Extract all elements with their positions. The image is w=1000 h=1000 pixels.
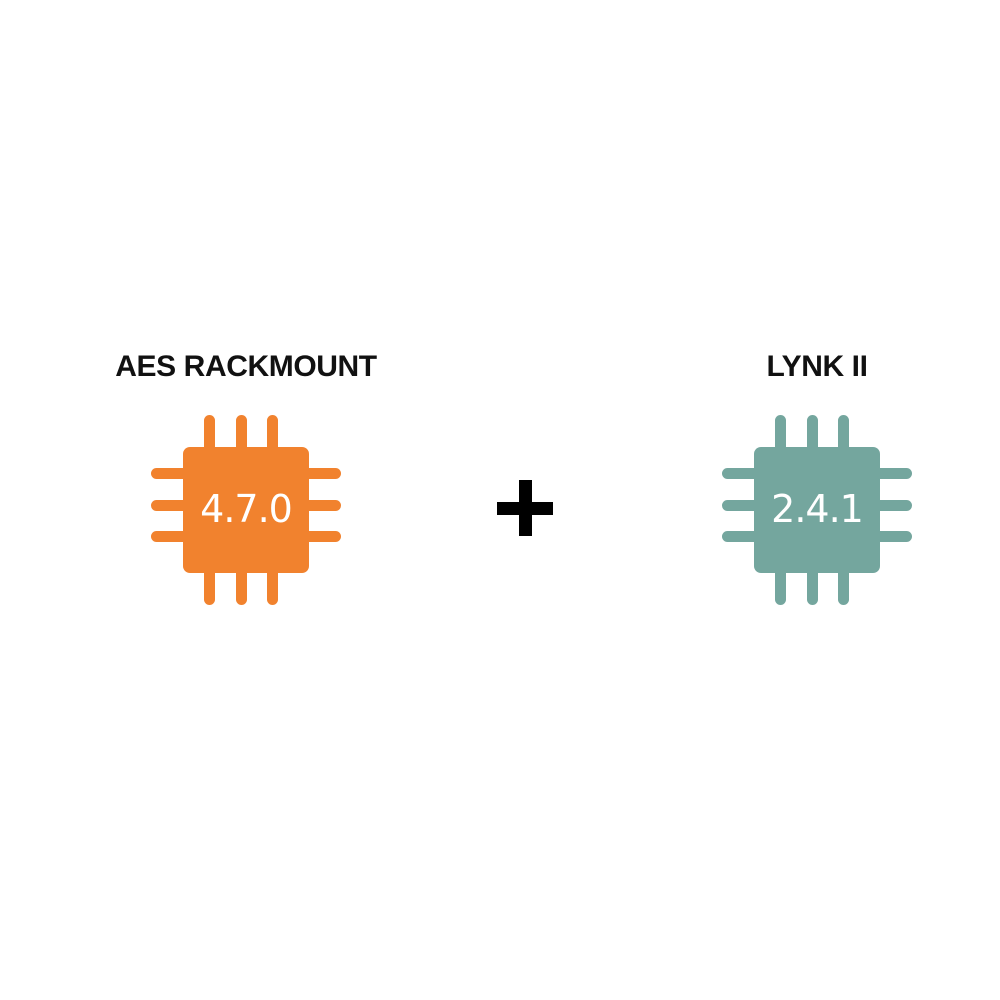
chip-pin-bottom-2-right	[806, 561, 818, 605]
cpu-chip-icon-left[interactable]: 4.7.0	[151, 415, 341, 605]
cpu-chip-icon-right[interactable]: 2.4.1	[722, 415, 912, 605]
chip-pin-right-1-right	[868, 468, 912, 479]
chip-pin-right-2-right	[868, 499, 912, 511]
chip-pin-top-1-right	[775, 415, 786, 459]
chip-pin-top-2-left	[235, 415, 247, 459]
chip-pin-bottom-3-right	[838, 561, 849, 605]
chip-pin-top-1-left	[204, 415, 215, 459]
chip-body-left: 4.7.0	[183, 447, 309, 573]
chip-pin-bottom-2-left	[235, 561, 247, 605]
product-comparison-row: AES RACKMOUNT 4.7.0	[0, 330, 1000, 670]
product-group-lynk-ii[interactable]: LYNK II 2.4.1	[617, 330, 1000, 670]
chip-pin-bottom-3-left	[267, 561, 278, 605]
chip-pin-bottom-1-left	[204, 561, 215, 605]
product-label-right: LYNK II	[766, 350, 868, 383]
plus-vertical-bar	[518, 480, 532, 536]
chip-pin-left-2-left	[151, 499, 195, 511]
chip-pin-top-3-right	[838, 415, 849, 459]
chip-pin-left-3-left	[151, 531, 195, 542]
version-text-right: 2.4.1	[771, 487, 864, 531]
chip-pin-right-1-left	[297, 468, 341, 479]
product-group-aes-rackmount[interactable]: AES RACKMOUNT 4.7.0	[46, 330, 446, 670]
plus-sign-icon	[497, 480, 553, 536]
chip-pin-top-2-right	[806, 415, 818, 459]
chip-pin-right-2-left	[297, 499, 341, 511]
chip-pin-right-3-right	[868, 531, 912, 542]
chip-pin-left-3-right	[722, 531, 766, 542]
chip-pin-top-3-left	[267, 415, 278, 459]
version-text-left: 4.7.0	[200, 487, 293, 531]
product-label-left: AES RACKMOUNT	[115, 350, 377, 383]
chip-body-right: 2.4.1	[754, 447, 880, 573]
chip-pin-bottom-1-right	[775, 561, 786, 605]
chip-pin-left-2-right	[722, 499, 766, 511]
chip-pin-left-1-left	[151, 468, 195, 479]
chip-pin-right-3-left	[297, 531, 341, 542]
chip-pin-left-1-right	[722, 468, 766, 479]
